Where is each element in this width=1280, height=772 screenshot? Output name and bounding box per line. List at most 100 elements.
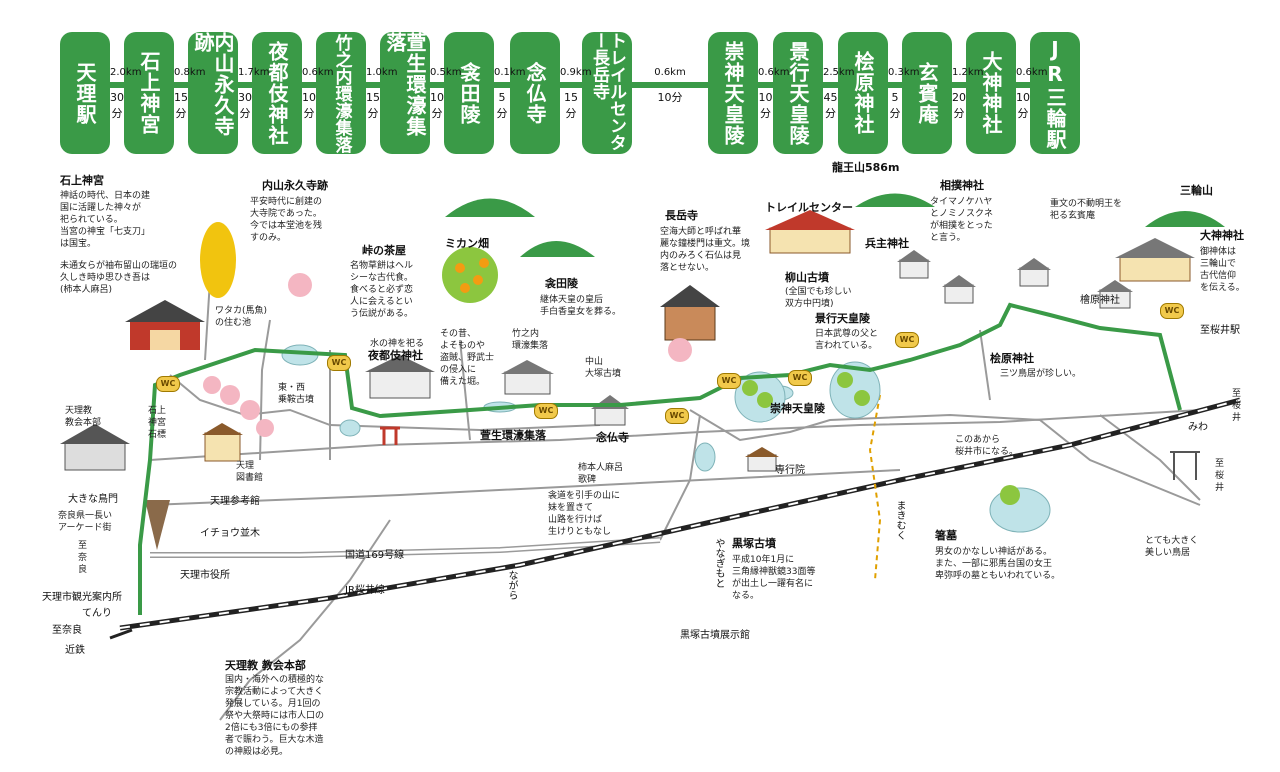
label-nagara-station: ながら — [506, 570, 517, 600]
segment-distance: 0.3km — [888, 66, 919, 80]
route-segment: 2.0km 30分 — [110, 66, 141, 122]
walking-course — [138, 302, 1182, 615]
segment-line — [560, 82, 582, 88]
label-touge: 峠の茶屋 — [362, 244, 406, 257]
note-kurozuka: 平成10年1月に 三角縁神獣鏡33面等 が出土し一躍有名に なる。 — [732, 555, 816, 601]
route-segment: 2.5km45分 — [823, 66, 854, 122]
segment-time: 45分 — [823, 91, 838, 120]
label-sagiyama: 相撲神社 — [940, 179, 984, 192]
route-stop-name: トレイルセンター長岳寺 — [589, 32, 626, 151]
segment-line — [888, 82, 902, 88]
sagiyama-shrine-icon — [1017, 258, 1051, 287]
note-omiwa: 御神体は 三輪山で 古代信仰 を伝える。 — [1200, 247, 1245, 293]
label-sankokan: 天理参考館 — [210, 496, 260, 507]
label-mikan: ミカン畑 — [445, 237, 489, 250]
route-stop: 石上神宮 — [124, 32, 174, 154]
nenbutsuji-icon — [591, 395, 629, 426]
segment-distance: 0.6km — [302, 66, 333, 80]
route-stop-name: 大神神社 — [979, 51, 1003, 135]
route-stop-name: 念仏寺 — [523, 61, 547, 125]
label-to-sakurai-1: 至 桜 井 — [1232, 389, 1242, 423]
label-fusumada: 衾田陵 — [545, 277, 578, 290]
route-segment: 1.2km20分 — [952, 66, 983, 122]
segment-distance: 0.6km — [758, 66, 789, 80]
segment-line — [494, 82, 510, 88]
label-miwa-station: みわ — [1188, 422, 1208, 433]
route-stop: 念仏寺 — [510, 32, 560, 154]
genpinan-icon — [1097, 280, 1133, 309]
segment-time: 30分 — [238, 91, 252, 120]
note-chogakuji: 空海大師と呼ばれ華 麗な鐘楼門は重文。境 内のみろく石仏は見 落とせない。 — [660, 227, 751, 273]
isonokami-shrine-icon — [125, 300, 205, 350]
label-jr-sakurai: JR桜井線 — [345, 585, 385, 596]
label-yatogi: 夜都伎神社 — [368, 349, 423, 362]
label-nenbutsu: 念仏寺 — [596, 431, 629, 444]
shrine-icon — [942, 275, 976, 304]
mountain-miwayama-icon — [1145, 211, 1225, 227]
label-chogakuji: 長岳寺 — [665, 209, 698, 222]
route-stop: 天理駅 — [60, 32, 110, 154]
label-big-gate: 大きな鳥門 — [68, 494, 118, 505]
segment-time: 20分 — [952, 91, 966, 120]
route-segment: 1.0km15分 — [366, 66, 397, 122]
tenrikyo-hall-icon — [60, 424, 130, 471]
segment-distance: 0.1km — [494, 67, 526, 78]
route-stop: 竹之内環濠集落 — [316, 32, 366, 154]
label-tenri: てんり — [82, 608, 112, 619]
label-keiko: 景行天皇陵 — [815, 312, 870, 325]
label-icho: イチョウ並木 — [200, 528, 260, 539]
route-stop: 玄賓庵 — [902, 32, 952, 154]
segment-distance: 0.5km — [430, 66, 461, 80]
segment-distance: 1.7km — [238, 66, 269, 80]
mountain-icon — [855, 193, 935, 207]
route-stop-name: 内山永久寺跡 — [191, 32, 235, 137]
ginkgo-icon — [200, 222, 236, 298]
label-kayao: 萱生環濠集落 — [480, 429, 546, 442]
wc-icon: WC — [156, 376, 180, 392]
label-arcade: 奈良県一長い アーケード街 — [58, 511, 113, 533]
chogakuji-icon — [660, 285, 720, 341]
note-sagiyama: タイマノケハヤ とノミノスクネ が相撲をとった と言う。 — [930, 197, 994, 243]
segment-time: 10分 — [430, 91, 444, 120]
label-gyoin: 専行院 — [775, 465, 805, 476]
segment-distance: 0.8km — [174, 66, 205, 80]
note-isonokami: 神話の時代、日本の建 国に活躍した神々が 祀られている。 当宮の神宝「七支刀」 … — [60, 191, 151, 249]
route-stop: 景行天皇陵 — [773, 32, 823, 154]
route-stop: 夜都伎神社 — [252, 32, 302, 154]
segment-line — [430, 82, 444, 88]
segment-distance: 2.0km — [110, 66, 141, 80]
route-stop: JR三輪駅 — [1030, 32, 1080, 154]
label-trail-center: トレイルセンター — [765, 201, 853, 214]
route-stop-name: 石上神宮 — [137, 51, 161, 135]
route-stop-name: 玄賓庵 — [915, 61, 939, 125]
jr-sakurai-line — [119, 397, 1241, 631]
label-yanagimoto-station: やなぎもと — [713, 538, 724, 588]
note-uchiyama: 平安時代に創建の 大寺院であった。 今では本堂池を残 すのみ。 — [250, 197, 323, 243]
segment-time: 15分 — [366, 91, 380, 120]
label-takenouchi: 竹之内 環濠集落 — [512, 329, 549, 351]
segment-distance: 0.9km — [560, 67, 592, 78]
label-hashihaka: 箸墓 — [935, 529, 957, 542]
note-keiko: 日本武尊の父と 言われている。 — [815, 329, 879, 351]
route-stop-name: 萱生環濠集落 — [383, 32, 427, 137]
note-yatogi: 水の神を祀る — [370, 339, 425, 349]
label-andon: 柳山古墳 — [785, 271, 829, 284]
segment-line — [174, 82, 188, 88]
note-mikan: その昔、 よそものや 盗賊、野武士 の侵入に 備えた堀。 — [440, 329, 495, 387]
wc-icon: WC — [717, 373, 741, 389]
label-sakurai-city: このあから 桜井市になる。 — [955, 435, 1019, 457]
segment-time: 30分 — [110, 91, 124, 120]
map-drawing — [60, 193, 1241, 721]
wc-icon: WC — [1160, 303, 1184, 319]
label-makimuku-station: まきむく — [894, 500, 905, 540]
label-kurozuka-museum: 黒塚古墳展示館 — [680, 630, 750, 641]
route-stop-name: 天理駅 — [73, 61, 97, 125]
segment-line — [1016, 82, 1030, 88]
route-stop: 大神神社 — [966, 32, 1016, 154]
label-kurozuka: 黒塚古墳 — [732, 537, 776, 550]
gyoin-icon — [745, 447, 779, 472]
segment-line — [952, 82, 966, 88]
hyozu-shrine-icon — [897, 250, 931, 279]
